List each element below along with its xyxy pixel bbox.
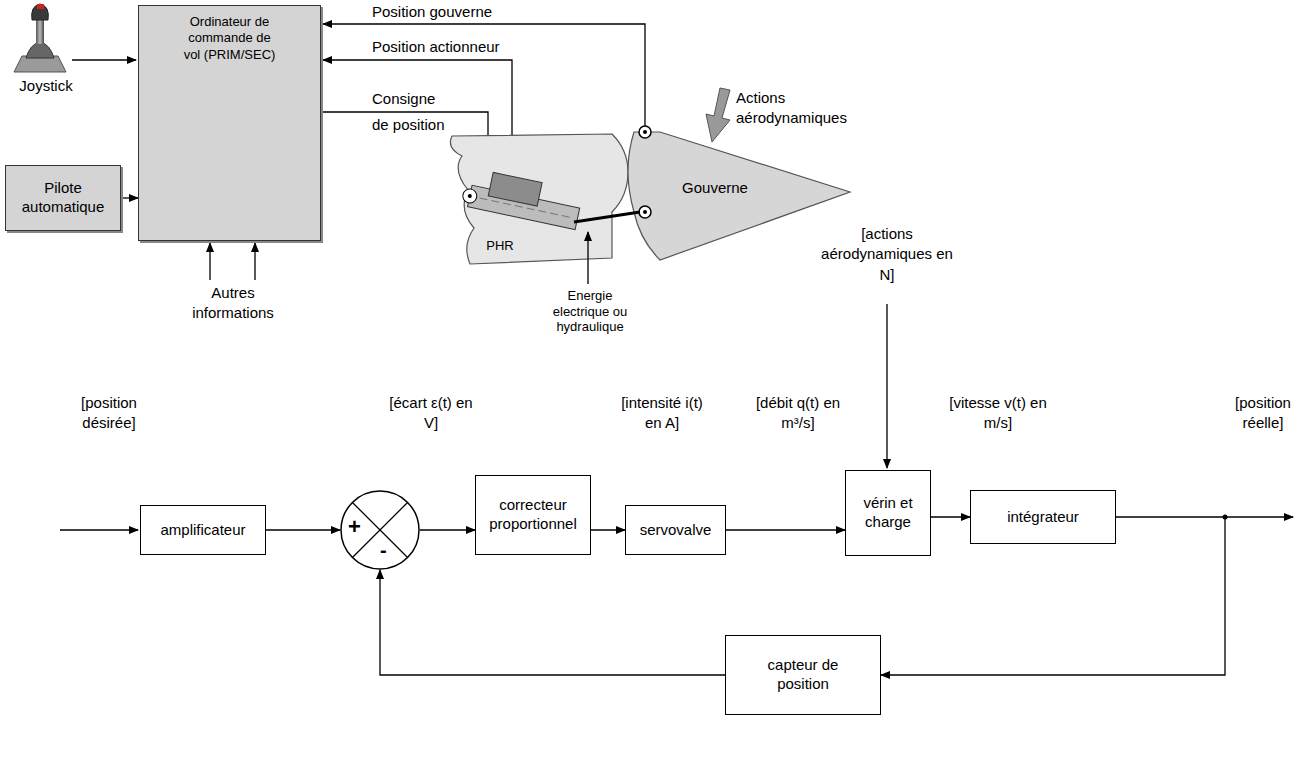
- box-text: capteur de position: [763, 656, 843, 694]
- process-box: servovalve: [625, 505, 726, 555]
- autopilot-box: Pilote automatique: [5, 165, 121, 231]
- gouverne-feedback: [323, 24, 645, 126]
- note-label: Energie electrique ou hydraulique: [540, 288, 640, 335]
- joystick-wire: [72, 59, 136, 60]
- signal-label: Consigne: [372, 89, 472, 109]
- gouverne: [628, 132, 850, 260]
- signal-arrow: [266, 529, 340, 530]
- info-arrow: [254, 243, 255, 280]
- sign-symbol: -: [380, 540, 387, 560]
- part-label: PHR: [480, 238, 520, 254]
- pivot: [643, 210, 647, 214]
- branch-point: [1223, 515, 1228, 520]
- signal-label: [position réelle]: [1228, 393, 1298, 434]
- box-text: servovalve: [640, 521, 712, 540]
- signal-label: [intensité i(t) en A]: [612, 393, 712, 434]
- computer-box: Ordinateur de commande de vol (PRIM/SEC): [138, 5, 321, 241]
- box-text: correcteur proportionnel: [482, 496, 584, 534]
- part-label: Joystick: [10, 76, 82, 96]
- part-label: Actions aérodynamiques: [736, 88, 856, 129]
- signal-arrow: [591, 529, 625, 530]
- signal-label: [vitesse v(t) en m/s]: [948, 393, 1048, 434]
- signal-arrow: [420, 529, 475, 530]
- signal-label: [position désirée]: [64, 393, 154, 434]
- signal-arrow: [726, 529, 845, 530]
- input-line: [60, 529, 138, 530]
- summing-junction: +-: [340, 490, 420, 570]
- actuator-rod: [574, 212, 640, 222]
- signal-label: [écart ε(t) en V]: [386, 393, 476, 434]
- box-text: intégrateur: [1007, 508, 1079, 527]
- phr-body: [450, 134, 628, 264]
- sign-symbol: +: [348, 516, 361, 538]
- disturbance-arrow: [886, 304, 887, 468]
- process-box: vérin et charge: [845, 470, 931, 556]
- signal-label: [actions aérodynamiques en N]: [818, 224, 956, 285]
- box-text: vérin et charge: [853, 494, 923, 532]
- info-arrow: [209, 243, 210, 280]
- signal-label: de position: [372, 115, 472, 135]
- process-box: capteur de position: [725, 635, 881, 715]
- aero-arrow: [706, 88, 730, 142]
- energy-arrow: [587, 232, 588, 284]
- signal-label: Position gouverne: [372, 2, 522, 22]
- box-text: Ordinateur de commande de vol (PRIM/SEC): [180, 14, 280, 63]
- signal-arrow: [121, 197, 138, 198]
- actuator-sensor: [488, 172, 542, 206]
- pivot: [643, 130, 647, 134]
- box-text: Pilote automatique: [12, 179, 114, 217]
- signal-label: Position actionneur: [372, 37, 522, 57]
- joystick-picture: [14, 4, 66, 72]
- output-line: [1225, 516, 1293, 517]
- signal-arrow: [380, 570, 725, 675]
- part-label: Gouverne: [670, 178, 760, 198]
- pivot: [639, 126, 651, 138]
- box-text: amplificateur: [160, 521, 245, 540]
- process-box: intégrateur: [970, 490, 1116, 544]
- process-box: amplificateur: [140, 505, 266, 555]
- note-label: Autres informations: [178, 283, 288, 324]
- process-box: correcteur proportionnel: [475, 475, 591, 555]
- signal-arrow: [931, 516, 970, 517]
- signal-label: [débit q(t) en m³/s]: [750, 393, 846, 434]
- pivot: [639, 206, 651, 218]
